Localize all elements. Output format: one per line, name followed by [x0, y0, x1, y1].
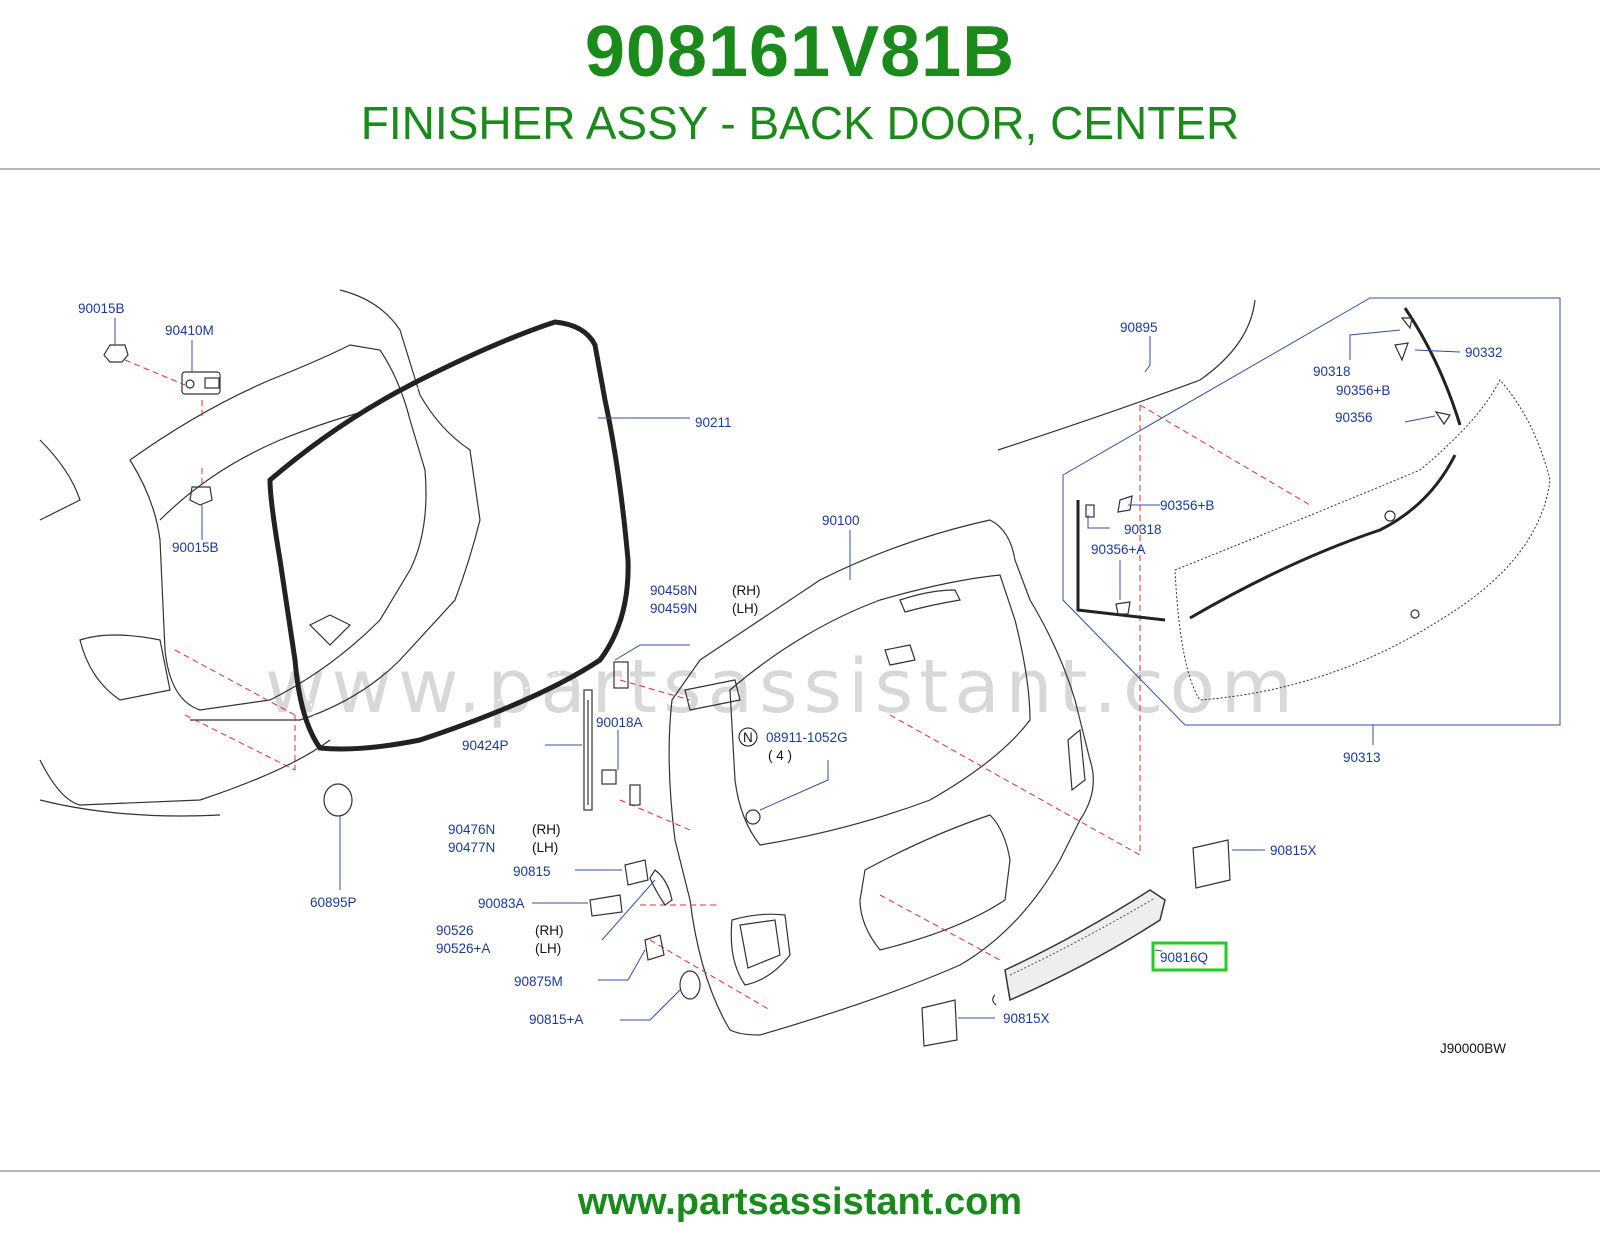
label-90356A: 90356+A [1091, 542, 1145, 557]
body-opening-drawing [39, 289, 481, 817]
page-header: 908161V81B FINISHER ASSY - BACK DOOR, CE… [0, 0, 1600, 168]
latch-drawing [103, 344, 221, 506]
label-90477N: 90477N [448, 840, 495, 855]
n-circle-icon [738, 727, 758, 747]
label-90477N-side: (LH) [532, 840, 558, 855]
label-08911-n: N [743, 730, 753, 745]
label-08911-qty: ( 4 ) [768, 748, 792, 763]
label-90815: 90815 [513, 864, 551, 879]
label-90313: 90313 [1343, 750, 1381, 765]
finisher-90816Q-drawing [1004, 889, 1166, 1002]
label-90458N: 90458N [650, 583, 697, 598]
label-90015B-bottom: 90015B [172, 540, 219, 555]
label-90476N: 90476N [448, 822, 495, 837]
label-90424P: 90424P [462, 738, 509, 753]
pad-90815X-right-drawing [1192, 839, 1231, 889]
header-divider [0, 168, 1600, 170]
label-90526-side: (RH) [535, 923, 564, 938]
back-door-drawing [668, 519, 1094, 1036]
label-90356B-top: 90356+B [1336, 383, 1390, 398]
glass-group-box [1062, 297, 1561, 726]
part-number-title: 908161V81B [584, 12, 1016, 92]
label-90318-mid: 90318 [1124, 522, 1162, 537]
label-90332: 90332 [1465, 345, 1503, 360]
label-90100: 90100 [822, 513, 860, 528]
label-90211: 90211 [695, 415, 732, 430]
struts-hardware-drawing [583, 661, 701, 1000]
label-90410M: 90410M [165, 323, 214, 338]
label-90526A: 90526+A [436, 941, 490, 956]
label-90356: 90356 [1335, 410, 1373, 425]
label-90476N-side: (RH) [532, 822, 561, 837]
watermark-text: www.partsassistant.com [265, 644, 1299, 730]
label-90459N-side: (LH) [732, 601, 758, 616]
label-08911-1052G: 08911-1052G [766, 730, 848, 745]
label-90875M: 90875M [514, 974, 563, 989]
label-90458N-side: (RH) [732, 583, 761, 598]
label-90815X-bottom: 90815X [1003, 1011, 1050, 1026]
part-description: FINISHER ASSY - BACK DOOR, CENTER [360, 97, 1240, 149]
cap-60895P-drawing [323, 783, 353, 817]
label-90459N: 90459N [650, 601, 697, 616]
label-60895P: 60895P [310, 895, 357, 910]
parts-diagram-svg: www.partsassistant.com [39, 289, 1561, 1056]
footer-website-link[interactable]: www.partsassistant.com [577, 1181, 1023, 1223]
weatherstrip-drawing [267, 319, 631, 752]
label-90015B-top: 90015B [78, 301, 125, 316]
label-90083A: 90083A [478, 896, 525, 911]
diagram-code: J90000BW [1440, 1041, 1506, 1056]
label-90526: 90526 [436, 923, 474, 938]
label-90356B-mid: 90356+B [1160, 498, 1214, 513]
label-90815A: 90815+A [529, 1012, 583, 1027]
parts-diagram: www.partsassistant.com [0, 170, 1600, 1160]
label-90895: 90895 [1120, 320, 1158, 335]
label-90815X-right: 90815X [1270, 843, 1317, 858]
highlight-box-90816Q [1151, 941, 1228, 972]
label-90526A-side: (LH) [535, 941, 561, 956]
label-90018A: 90018A [596, 715, 643, 730]
label-90816Q[interactable]: 90816Q [1160, 950, 1208, 965]
pad-90815X-bottom-drawing [921, 999, 958, 1047]
rear-glass-drawing [1174, 379, 1551, 701]
label-90318-top: 90318 [1313, 364, 1351, 379]
footer-divider [0, 1170, 1600, 1172]
